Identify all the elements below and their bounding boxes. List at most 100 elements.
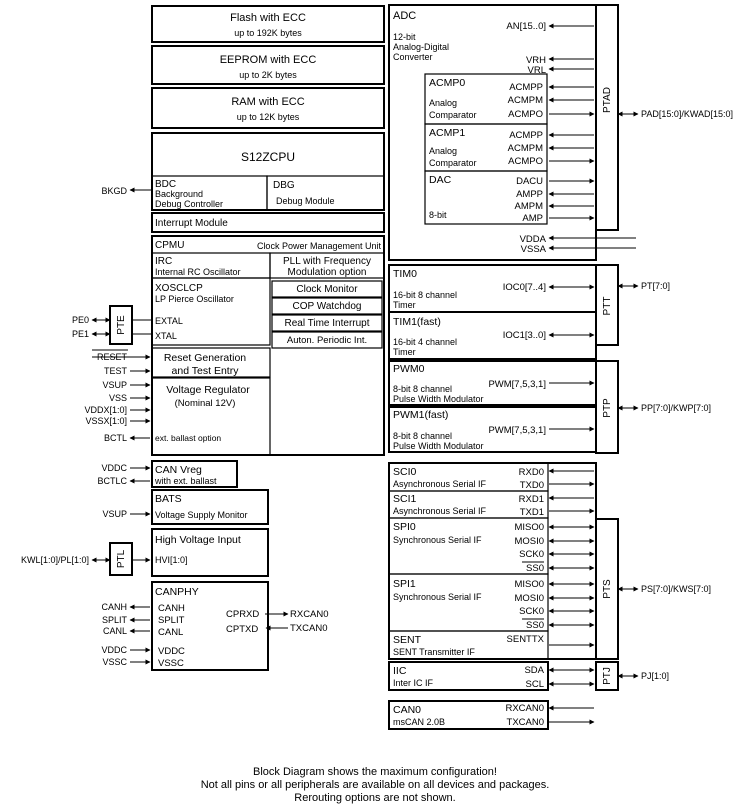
acmp0-line2: Comparator xyxy=(429,110,477,120)
sent-sub: SENT Transmitter IF xyxy=(393,647,475,657)
tim0-title: TIM0 xyxy=(393,268,417,280)
pt-pin: PT[7:0] xyxy=(641,281,670,291)
cpmu-block: CPMU Clock Power Management Unit IRC Int… xyxy=(151,235,385,456)
bctlc-pin: BCTLC xyxy=(97,476,127,486)
ptl-label: PTL xyxy=(116,549,127,568)
ioc1-pin: IOC1[3..0] xyxy=(503,330,546,341)
pwm1-block: PWM1(fast) 8-bit 8 channel Pulse Width M… xyxy=(388,406,597,453)
pwm0-pin: PWM[7,5,3,1] xyxy=(488,379,546,390)
pwm1-pin: PWM[7,5,3,1] xyxy=(488,425,546,436)
canphy-title: CANPHY xyxy=(155,586,199,598)
adc-line1: 12-bit xyxy=(393,32,416,42)
split-pin: SPLIT xyxy=(102,615,128,625)
sck0-pin: SCK0 xyxy=(519,549,544,560)
txd0-pin: TXD0 xyxy=(520,480,544,491)
diagram-caption: Block Diagram shows the maximum configur… xyxy=(0,766,750,805)
canphy-block: CANPHY CANH SPLIT CANL VDDC VSSC CPRXD C… xyxy=(101,581,329,671)
acmp0-line1: Analog xyxy=(429,98,457,108)
sent-block: SENT SENT Transmitter IF SENTTX xyxy=(388,630,595,660)
cpmu-subtitle: Clock Power Management Unit xyxy=(257,241,382,251)
ptl-port: PTL KWL[1:0]/PL[1:0] xyxy=(21,542,151,576)
sci1-title: SCI1 xyxy=(393,493,417,505)
tim1-block: TIM1(fast) 16-bit 4 channel Timer IOC1[3… xyxy=(388,311,597,360)
ptt-port: PTT PT[7:0] xyxy=(595,264,670,346)
bctl-pin: BCTL xyxy=(104,433,127,443)
irc-sub: Internal RC Oscillator xyxy=(155,267,241,277)
adc-line2: Analog-Digital xyxy=(393,42,449,52)
txd1-pin: TXD1 xyxy=(520,507,544,518)
pll-line2: Modulation option xyxy=(288,267,367,278)
can0-block: CAN0 msCAN 2.0B RXCAN0 TXCAN0 xyxy=(388,700,595,730)
hvi-block: High Voltage Input HVI[1:0] xyxy=(151,528,269,577)
vsup-pin: VSUP xyxy=(102,380,127,390)
irc-title: IRC xyxy=(155,256,172,267)
flash-block: Flash with ECC up to 192K bytes xyxy=(151,5,385,43)
dac-title: DAC xyxy=(429,174,452,186)
clock-monitor: Clock Monitor xyxy=(296,284,358,295)
amp-pin: AMP xyxy=(522,213,543,224)
canl-pin: CANL xyxy=(103,626,127,636)
ptp-label: PTP xyxy=(602,398,613,418)
sck1-pin: SCK0 xyxy=(519,606,544,617)
rxd0-pin: RXD0 xyxy=(519,467,544,478)
pad-pin: PAD[15:0]/KWAD[15:0] xyxy=(641,109,733,119)
pe1-pin: PE1 xyxy=(72,329,89,339)
sda-pin: SDA xyxy=(524,665,544,676)
spi1-sub: Synchronous Serial IF xyxy=(393,592,482,602)
vdda-pin: VDDA xyxy=(520,234,547,245)
ptt-label: PTT xyxy=(602,297,613,316)
tim1-line1: 16-bit 4 channel xyxy=(393,337,457,347)
vssa-pin: VSSA xyxy=(521,244,547,255)
pte-label: PTE xyxy=(116,315,127,335)
pwm0-line2: Pulse Width Modulator xyxy=(393,394,484,404)
an-pin: AN[15..0] xyxy=(506,21,546,32)
caption-line-2: Not all pins or all peripherals are avai… xyxy=(200,779,550,791)
mosi0-pin: MOSI0 xyxy=(514,536,544,547)
can0-title: CAN0 xyxy=(393,704,421,716)
ptad-port: PTAD PAD[15:0]/KWAD[15:0] xyxy=(595,4,733,231)
ioc0-pin: IOC0[7..4] xyxy=(503,282,546,293)
miso0-pin: MISO0 xyxy=(514,522,544,533)
adc-title: ADC xyxy=(393,10,416,22)
dbg-sub: Debug Module xyxy=(276,196,335,206)
vss-pin: VSS xyxy=(109,393,127,403)
hvi-sub: HVI[1:0] xyxy=(155,555,188,565)
bdc-title: BDC xyxy=(155,179,176,190)
iic-title: IIC xyxy=(393,665,407,677)
ptj-label: PTJ xyxy=(602,667,613,685)
eeprom-title: EEPROM with ECC xyxy=(220,54,317,66)
pwm1-line1: 8-bit 8 channel xyxy=(393,431,452,441)
can-vreg-sub: with ext. ballast xyxy=(154,476,217,486)
ss1-pin: SS0 xyxy=(526,620,544,631)
rti-block: Real Time Interrupt xyxy=(284,318,369,329)
ram-title: RAM with ECC xyxy=(231,96,304,108)
bats-title: BATS xyxy=(155,493,182,505)
acmp1-line2: Comparator xyxy=(429,158,477,168)
reset-pin: RESET xyxy=(97,352,128,362)
adc-line3: Converter xyxy=(393,52,433,62)
spi1-title: SPI1 xyxy=(393,578,416,590)
ballast-option: ext. ballast option xyxy=(155,433,221,443)
cop-watchdog: COP Watchdog xyxy=(293,301,362,312)
acmp0-block: ACMP0 Analog Comparator ACMPP ACMPM ACMP… xyxy=(424,73,595,125)
acmp1-o: ACMPO xyxy=(508,156,543,167)
pwm1-title: PWM1(fast) xyxy=(393,409,448,421)
tim0-line1: 16-bit 8 channel xyxy=(393,290,457,300)
tim0-line2: Timer xyxy=(393,300,416,310)
acmp1-line1: Analog xyxy=(429,146,457,156)
sci0-sub: Asynchronous Serial IF xyxy=(393,479,487,489)
acmp0-p: ACMPP xyxy=(509,82,543,93)
canphy-canh: CANH xyxy=(158,603,185,614)
caption-line-1: Block Diagram shows the maximum configur… xyxy=(253,766,497,778)
xtal-label: XTAL xyxy=(155,331,177,341)
cpmu-pins: RESET TEST VSUP VSS VDDX[1:0] VSSX[1:0] … xyxy=(84,349,151,443)
spi0-title: SPI0 xyxy=(393,521,416,533)
can-vreg-title: CAN Vreg xyxy=(155,464,202,476)
spi0-sub: Synchronous Serial IF xyxy=(393,535,482,545)
canphy-canl: CANL xyxy=(158,627,183,638)
caption-line-3: Rerouting options are not shown. xyxy=(294,792,456,804)
vddc-phy-pin: VDDC xyxy=(101,645,127,655)
can0-rx-pin: RXCAN0 xyxy=(505,703,544,714)
pte-port: PTE PE0 PE1 xyxy=(72,305,152,345)
